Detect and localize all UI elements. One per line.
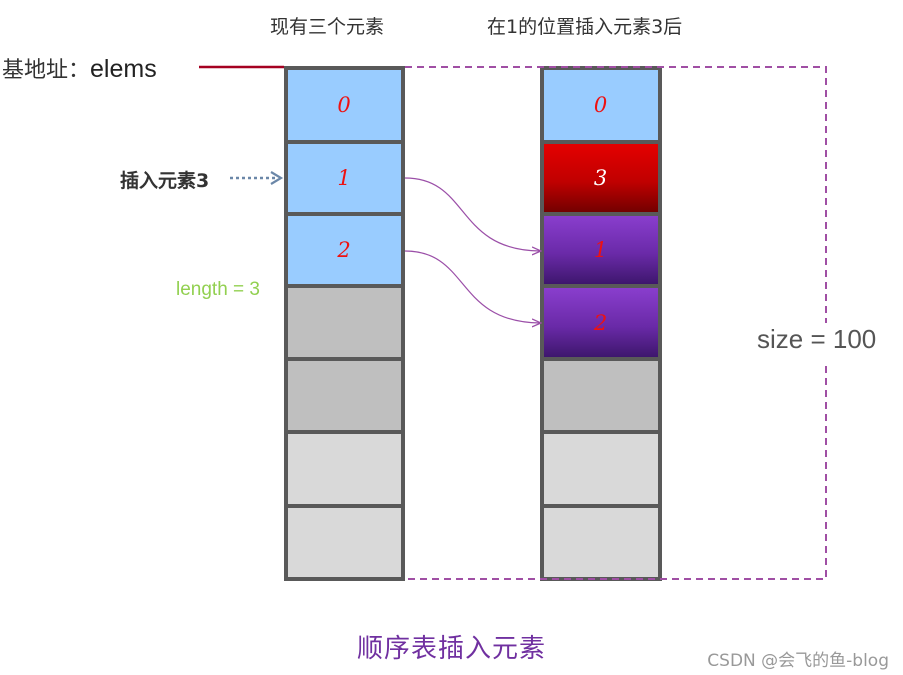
right-divider (541, 357, 660, 361)
shift-arrow-1 (404, 177, 540, 251)
left-slot-0: 0 (287, 68, 401, 142)
right-slot-0: 0 (543, 68, 658, 142)
right-slot-1-inserted: 3 (543, 142, 658, 214)
left-slot-2: 2 (287, 214, 401, 286)
right-slot-4 (543, 359, 658, 432)
right-slot-3-shifted: 2 (543, 286, 658, 359)
insert-label: 插入元素3 (120, 170, 210, 192)
right-divider (541, 504, 660, 508)
insert-arrow-icon (270, 171, 284, 185)
base-address-label: 基地址：elems (2, 52, 157, 84)
right-slot-5 (543, 432, 658, 506)
left-slot-5 (287, 432, 401, 506)
size-label: size = 100 (757, 324, 877, 354)
left-divider (285, 504, 403, 508)
left-divider (285, 284, 403, 288)
shift-arrow-2 (404, 250, 540, 323)
right-slot-2-shifted: 1 (543, 214, 658, 286)
right-slot-6 (543, 506, 658, 578)
base-address-name: elems (90, 55, 157, 83)
left-slot-1: 1 (287, 142, 401, 214)
right-column-title: 在1的位置插入元素3后 (487, 16, 683, 38)
right-divider (541, 140, 660, 144)
left-column-title: 现有三个元素 (270, 16, 385, 38)
length-label: length = 3 (176, 279, 260, 300)
left-slot-3 (287, 286, 401, 359)
left-divider (285, 212, 403, 216)
right-divider (541, 430, 660, 434)
capacity-dashed-box (405, 66, 827, 580)
left-divider (285, 357, 403, 361)
base-address-prefix: 基地址： (2, 58, 91, 83)
left-divider (285, 430, 403, 434)
left-slot-4 (287, 359, 401, 432)
watermark: CSDN @会飞的鱼-blog (707, 651, 889, 671)
right-divider (541, 284, 660, 288)
left-slot-6 (287, 506, 401, 578)
right-divider (541, 212, 660, 216)
left-divider (285, 140, 403, 144)
diagram-caption: 顺序表插入元素 (356, 634, 546, 664)
